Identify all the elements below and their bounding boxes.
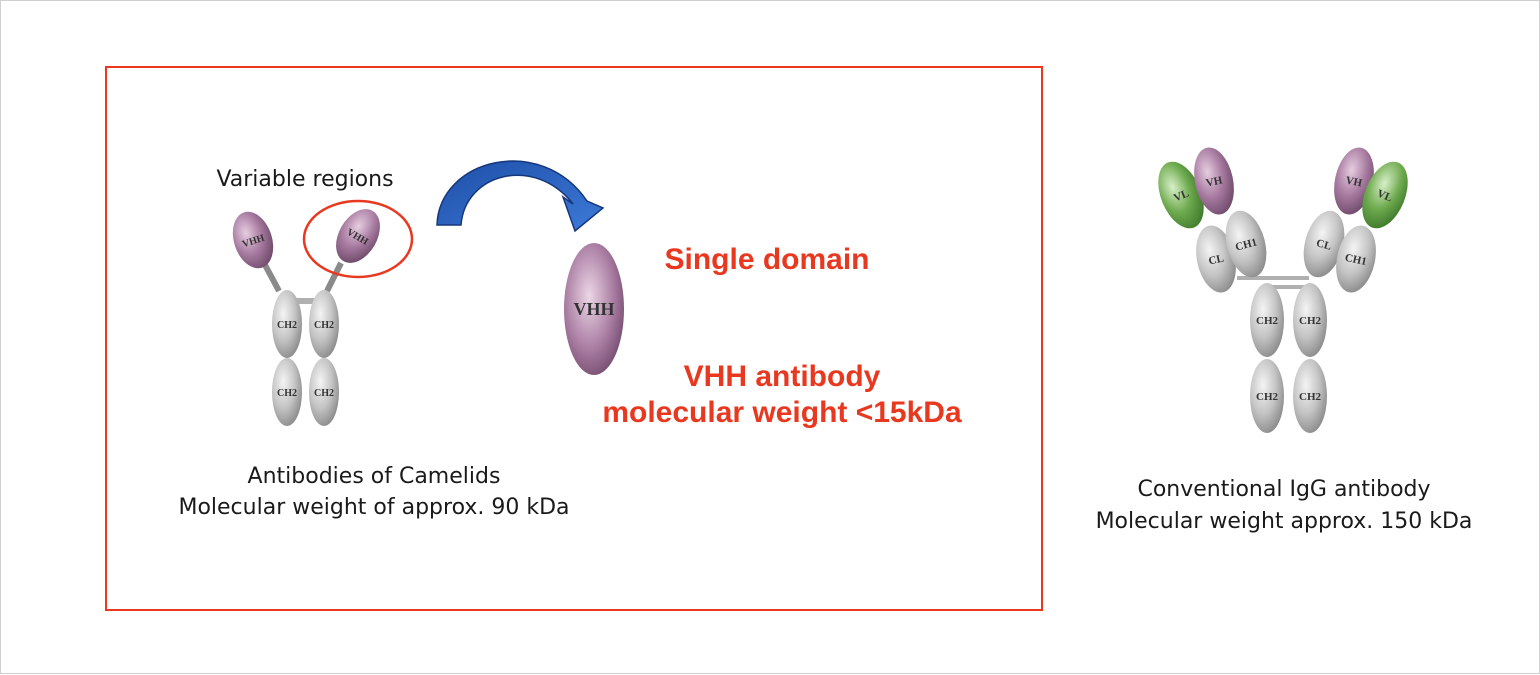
camelid-hinge-bar: [291, 298, 317, 304]
curved-arrow-icon: [436, 160, 605, 233]
svg-text:VL: VL: [1172, 188, 1191, 205]
svg-text:CH2: CH2: [314, 320, 334, 331]
igg-hinge-bar-top: [1237, 276, 1309, 280]
igg-caption-line2: Molecular weight approx. 150 kDa: [1096, 509, 1473, 534]
camelid-left-vhh: VHH: [232, 211, 274, 269]
svg-text:CH2: CH2: [1256, 391, 1279, 403]
camelid-antibody: VHH VHH CH2 CH2 CH2 CH2: [232, 199, 414, 426]
svg-text:CH1: CH1: [1344, 252, 1368, 268]
igg-left-vh: VH: [1194, 147, 1234, 215]
camelid-caption-line2: Molecular weight of approx. 90 kDa: [178, 495, 569, 520]
igg-left-cl: CL: [1196, 225, 1236, 293]
svg-text:CH2: CH2: [277, 388, 297, 399]
svg-text:VL: VL: [1375, 188, 1394, 205]
single-vhh-domain: VHH: [564, 243, 624, 375]
camelid-right-vhh: VHH: [336, 209, 380, 263]
camelid-right-ch2: CH2: [309, 290, 339, 358]
igg-hinge-bar-bottom: [1263, 285, 1311, 289]
igg-right-ch1: CH1: [1336, 225, 1376, 293]
single-domain-title: Single domain: [664, 243, 869, 276]
svg-text:CL: CL: [1315, 237, 1333, 253]
camelid-left-linker: [261, 261, 282, 293]
igg-left-ch1: CH1: [1225, 210, 1267, 278]
igg-left-ch3: CH2: [1250, 359, 1284, 433]
svg-text:CH2: CH2: [277, 320, 297, 331]
variable-regions-label: Variable regions: [216, 167, 393, 192]
svg-text:CH2: CH2: [314, 388, 334, 399]
camelid-right-ch3: CH2: [309, 358, 339, 426]
camelid-left-ch3: CH2: [272, 358, 302, 426]
svg-text:CL: CL: [1207, 253, 1224, 268]
svg-text:VHH: VHH: [573, 299, 614, 319]
igg-left-vl: VL: [1158, 161, 1204, 229]
igg-right-ch2: CH2: [1293, 283, 1327, 357]
vhh-antibody-desc-line1: VHH antibody: [684, 360, 881, 393]
svg-text:CH1: CH1: [1234, 236, 1258, 253]
igg-right-vl: VL: [1362, 161, 1408, 229]
igg-antibody: VL VH CL CH1 VH VL CL C: [1158, 147, 1408, 433]
svg-text:VH: VH: [1205, 174, 1224, 189]
igg-caption-line1: Conventional IgG antibody: [1137, 477, 1430, 502]
igg-right-ch3: CH2: [1293, 359, 1327, 433]
svg-text:VH: VH: [1344, 174, 1363, 189]
camelid-left-ch2: CH2: [272, 290, 302, 358]
camelid-caption-line1: Antibodies of Camelids: [248, 464, 501, 489]
variable-region-highlight-circle: [302, 199, 414, 279]
highlight-box: [105, 66, 1043, 611]
igg-right-cl: CL: [1303, 210, 1345, 278]
camelid-right-linker: [324, 261, 344, 293]
vhh-antibody-desc-line2: molecular weight <15kDa: [602, 396, 962, 429]
svg-text:CH2: CH2: [1299, 315, 1322, 327]
igg-left-ch2: CH2: [1250, 283, 1284, 357]
svg-text:CH2: CH2: [1299, 391, 1322, 403]
svg-text:CH2: CH2: [1256, 315, 1279, 327]
